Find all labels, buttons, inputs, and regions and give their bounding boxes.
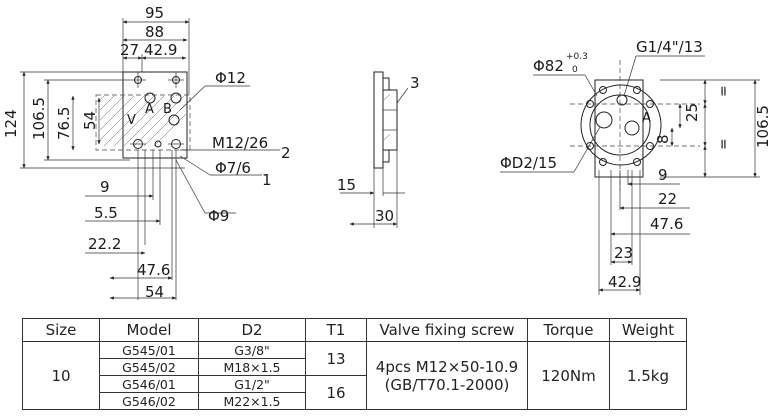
dim-23: 23 <box>614 244 633 262</box>
table-row: G545/02 M18×1.5 <box>23 358 687 376</box>
dim-30: 30 <box>375 207 394 225</box>
cell-d2: G3/8" <box>198 341 306 359</box>
screw-line-2: (GB/T70.1-2000) <box>384 375 510 394</box>
cell-d2: M22×1.5 <box>198 392 306 410</box>
callout-m12: M12/26 <box>212 134 268 152</box>
dim-54-v: 54 <box>81 111 99 130</box>
spec-table: Size Model D2 T1 Valve fixing screw Torq… <box>22 318 687 410</box>
col-size: Size <box>22 318 100 342</box>
port-label-a-rear: A <box>642 111 651 126</box>
side-view: 15 30 3 <box>337 71 420 228</box>
cell-torque: 120Nm <box>527 341 610 410</box>
dim-95: 95 <box>145 4 164 22</box>
eq-mark-2: = <box>716 138 732 150</box>
table-row: 10 G545/01 G3/8" 13 4pcs M12×50-10.9 (GB… <box>22 341 687 410</box>
dim-5-5: 5.5 <box>94 204 118 222</box>
dim-9: 9 <box>100 178 110 196</box>
port-label-v: V <box>127 113 136 128</box>
dim-9-rear: 9 <box>658 166 668 184</box>
tolerance-upper: +0.3 <box>566 52 588 62</box>
dim-106-5-rear: 106.5 <box>754 105 772 148</box>
dim-106-5: 106.5 <box>30 97 48 140</box>
dim-22: 22 <box>658 190 677 208</box>
dim-54-b: 54 <box>145 283 164 301</box>
dim-27: 27 <box>120 41 139 59</box>
callout-3: 3 <box>410 74 420 92</box>
callout-phi12: Φ12 <box>215 69 246 87</box>
cell-d2: G1/2" <box>198 375 306 393</box>
callout-phi7: Φ7/6 <box>215 159 251 177</box>
callout-2: 2 <box>281 144 291 162</box>
cell-model: G546/01 <box>99 375 199 393</box>
cell-t1: 13 <box>305 341 367 376</box>
eq-mark-1: = <box>716 85 732 97</box>
col-t1: T1 <box>305 318 367 342</box>
dim-124: 124 <box>2 109 20 138</box>
dim-42-9-rear: 42.9 <box>608 273 641 291</box>
screw-line-1: 4pcs M12×50-10.9 <box>375 357 519 376</box>
cell-model: G546/02 <box>99 392 199 410</box>
cell-model: G545/01 <box>99 341 199 359</box>
table-header-row: Size Model D2 T1 Valve fixing screw Torq… <box>22 318 687 342</box>
port-label-a: A <box>145 102 154 117</box>
dim-47-6: 47.6 <box>137 261 170 279</box>
callout-g14: G1/4"/13 <box>636 38 703 56</box>
cell-screw: 4pcs M12×50-10.9 (GB/T70.1-2000) <box>366 341 528 410</box>
cell-model: G545/02 <box>99 358 199 376</box>
rear-view: A 106.5 25 8 = = 9 22 47.6 23 42.9 Φ82 <box>500 38 772 295</box>
callout-phi82: Φ82 <box>533 57 564 75</box>
cell-size: 10 <box>22 341 100 410</box>
col-model: Model <box>99 318 199 342</box>
dim-88: 88 <box>145 23 164 41</box>
dim-8: 8 <box>654 134 672 144</box>
dim-76-5: 76.5 <box>55 107 73 140</box>
dim-42-9: 42.9 <box>144 41 177 59</box>
col-screw: Valve fixing screw <box>366 318 528 342</box>
callout-phi9: Φ9 <box>208 207 229 225</box>
dim-15: 15 <box>337 176 356 194</box>
col-torque: Torque <box>527 318 610 342</box>
table-row: G546/01 G1/2" 16 <box>23 375 687 410</box>
cell-weight: 1.5kg <box>609 341 687 410</box>
dim-47-6-rear: 47.6 <box>650 215 683 233</box>
dim-22-2: 22.2 <box>88 235 121 253</box>
port-label-b: B <box>163 102 172 117</box>
col-d2: D2 <box>198 318 306 342</box>
cell-d2: M18×1.5 <box>198 358 306 376</box>
callout-phid2: ΦD2/15 <box>500 154 557 172</box>
dim-25: 25 <box>683 103 701 122</box>
front-view: 95 88 27 42.9 V A B <box>2 4 291 301</box>
cell-t1: 16 <box>305 375 367 410</box>
table-row: G546/02 M22×1.5 <box>23 392 687 410</box>
callout-1: 1 <box>262 171 272 189</box>
col-weight: Weight <box>609 318 687 342</box>
tolerance-lower: 0 <box>572 65 578 75</box>
